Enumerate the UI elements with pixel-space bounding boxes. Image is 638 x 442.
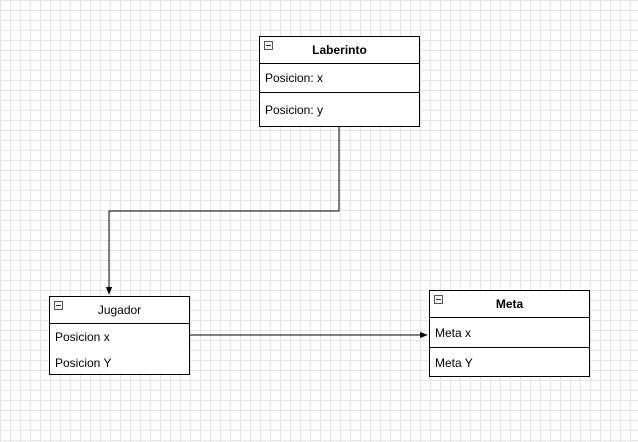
class-jugador-header: Jugador	[50, 297, 189, 324]
class-laberinto-title: Laberinto	[312, 43, 367, 57]
class-laberinto-field[interactable]: Posicion: y	[265, 103, 324, 117]
class-jugador-field[interactable]: Posicion Y	[55, 355, 112, 370]
class-laberinto[interactable]: Laberinto Posicion: x Posicion: y	[259, 36, 420, 127]
class-meta-header: Meta	[430, 291, 589, 318]
class-jugador-field[interactable]: Posicion x	[55, 330, 110, 344]
class-meta-title: Meta	[495, 297, 524, 311]
class-jugador[interactable]: Jugador Posicion x Posicion Y	[49, 296, 190, 375]
class-laberinto-header: Laberinto	[260, 37, 419, 64]
class-jugador-title: Jugador	[97, 303, 142, 317]
class-meta[interactable]: Meta Meta x Meta Y	[429, 290, 590, 377]
class-meta-field[interactable]: Meta x	[430, 318, 589, 348]
edge-laberinto-to-jugador[interactable]	[105, 126, 340, 295]
class-laberinto-field[interactable]: Posicion: x	[260, 64, 419, 93]
collapse-icon[interactable]	[434, 295, 443, 304]
collapse-icon[interactable]	[264, 41, 273, 50]
collapse-icon[interactable]	[54, 301, 63, 310]
class-meta-field[interactable]: Meta Y	[435, 355, 473, 370]
